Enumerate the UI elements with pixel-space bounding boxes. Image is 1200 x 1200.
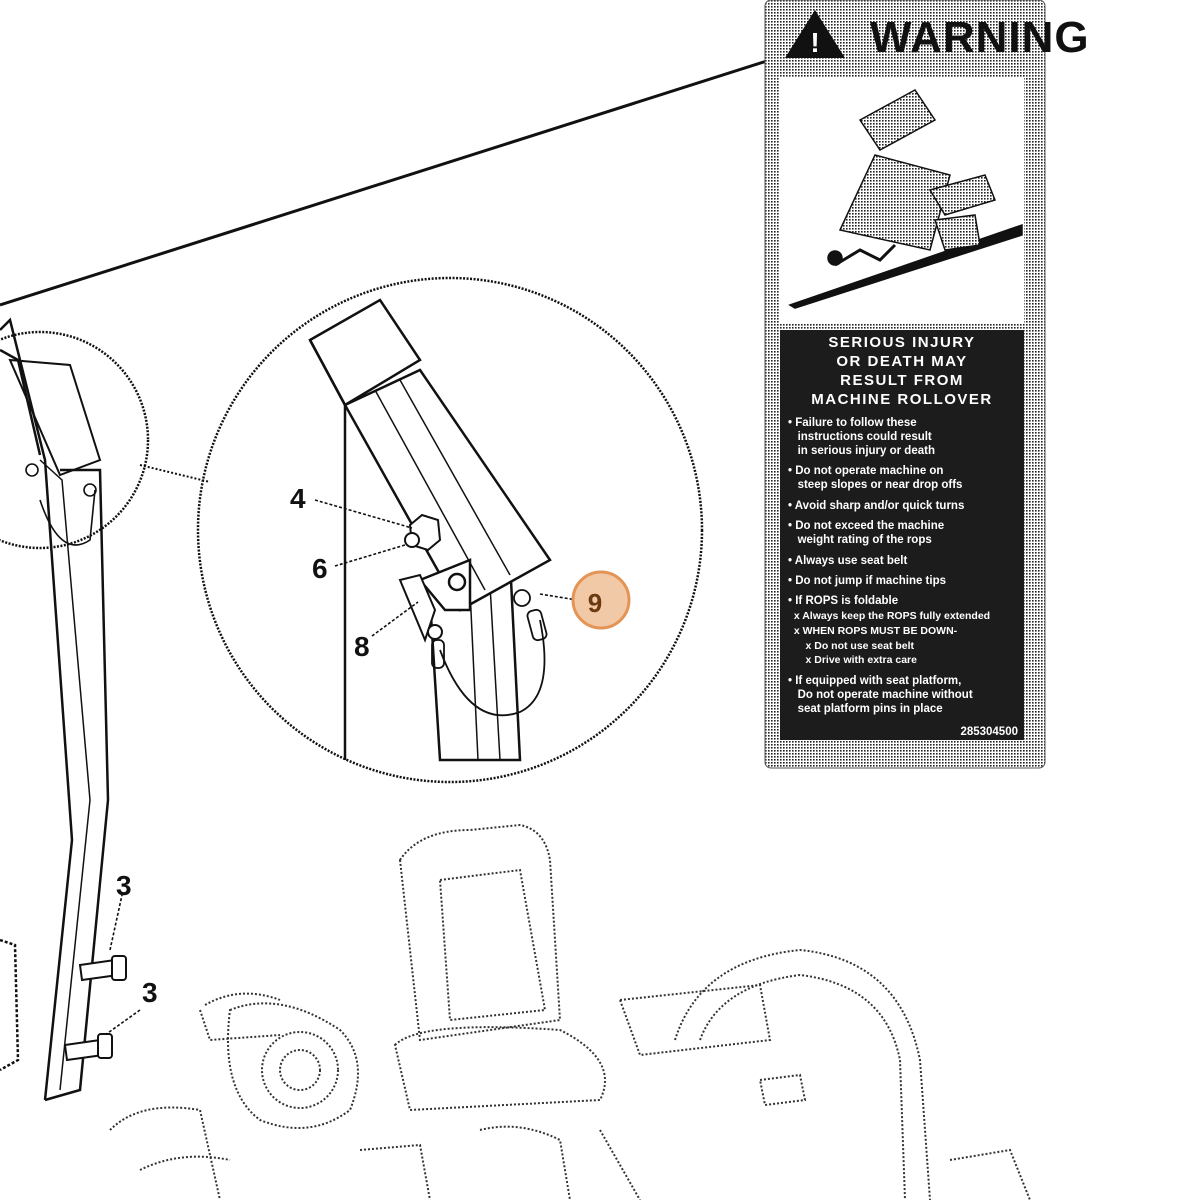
decal-instructions: • Failure to follow these instructions c… (788, 417, 990, 715)
callout-9-selected[interactable]: 9 (571, 570, 631, 630)
decal-item: • Do not operate machine on (788, 465, 943, 477)
decal-item: seat platform pins in place (788, 703, 943, 715)
small-cable (25, 463, 97, 546)
decal-item: • Failure to follow these (788, 417, 917, 429)
large-detail-circle (196, 276, 704, 784)
callout-4[interactable]: 4 (290, 483, 306, 514)
decal-item: x Drive with extra care (788, 654, 917, 666)
decal-item: • If equipped with seat platform, (788, 675, 961, 687)
callout-3-upper[interactable]: 3 (116, 870, 132, 901)
decal-item: x Do not use seat belt (788, 640, 915, 652)
decal-item: • Do not exceed the machine (788, 520, 944, 532)
rops-bar (0, 317, 110, 1102)
decal-item: x Always keep the ROPS fully extended (788, 610, 990, 622)
mower-body-outline (109, 823, 1031, 1200)
svg-text:OR DEATH MAY: OR DEATH MAY (836, 353, 967, 370)
decal-item: weight rating of the rops (788, 534, 932, 546)
nut-bolt-hardware (398, 513, 443, 643)
svg-text:!: ! (810, 27, 819, 58)
decal-item: • Always use seat belt (788, 555, 907, 567)
decal-item: Do not operate machine without (788, 689, 973, 701)
svg-text:SERIOUS INJURY: SERIOUS INJURY (828, 334, 975, 351)
decal-item: • If ROPS is foldable (788, 595, 898, 607)
small-detail-circle (0, 330, 150, 550)
decal-item: instructions could result (788, 431, 932, 443)
svg-text:MACHINE ROLLOVER: MACHINE ROLLOVER (811, 391, 993, 408)
lower-bolts (63, 955, 127, 1062)
warning-triangle-icon: ! (785, 10, 845, 58)
decal-item: x WHEN ROPS MUST BE DOWN- (788, 625, 958, 637)
decal-leader-line (0, 58, 771, 307)
callout-3-lower[interactable]: 3 (142, 977, 158, 1008)
decal-heading: SERIOUS INJURY OR DEATH MAY RESULT FROM … (811, 334, 993, 408)
decal-item: • Do not jump if machine tips (788, 575, 946, 587)
callout-6[interactable]: 6 (312, 553, 328, 584)
callout-9[interactable]: 9 (588, 588, 602, 618)
callout-highlight (571, 570, 631, 630)
retaining-cable (431, 589, 548, 717)
message-panel (780, 330, 1024, 740)
warning-decal: ! WARNING SERIOUS INJURY OR DEATH MAY RE… (764, 0, 1090, 769)
callout-8[interactable]: 8 (354, 631, 370, 662)
detail-leader-line (139, 464, 211, 483)
decal-item: • Avoid sharp and/or quick turns (788, 500, 964, 512)
callout-leaders (104, 499, 578, 1036)
svg-text:RESULT FROM: RESULT FROM (840, 372, 964, 389)
decal-part-code: 285304500 (960, 726, 1018, 738)
rollover-pictogram-icon (788, 89, 1023, 309)
decal-title: WARNING (870, 13, 1090, 62)
decal-item: in serious injury or death (788, 445, 935, 457)
decal-item: steep slopes or near drop offs (788, 479, 962, 491)
